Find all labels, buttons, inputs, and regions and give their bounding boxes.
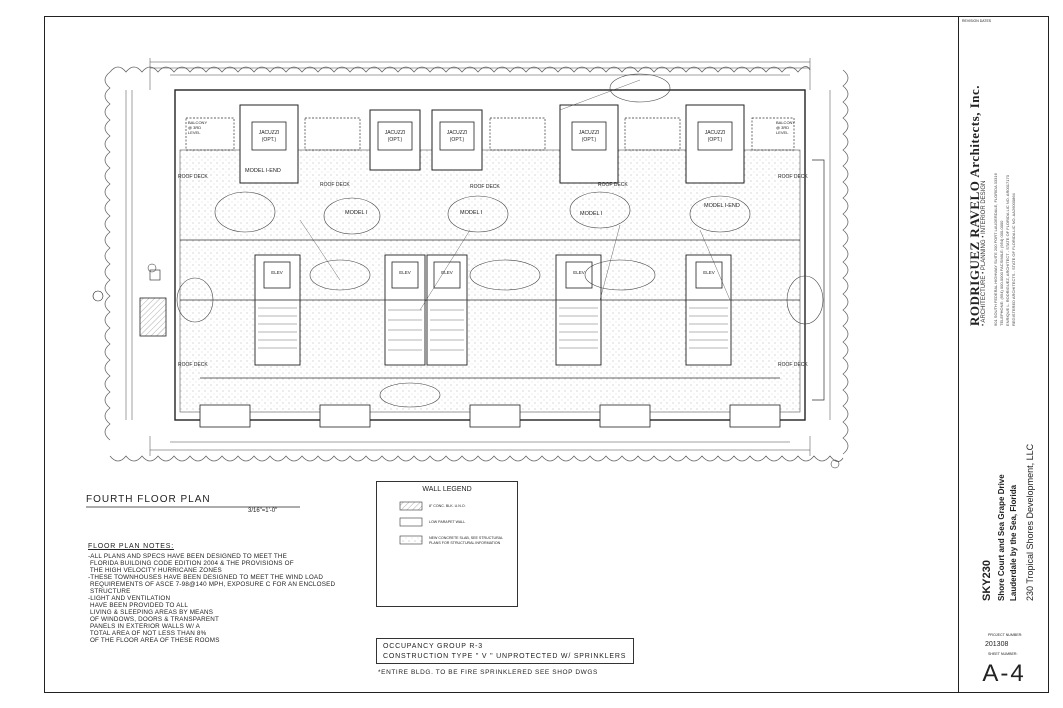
sheet-number: A-4 [982, 660, 1026, 687]
note-line: OF WINDOWS, DOORS & TRANSPARENT [88, 616, 220, 623]
revision-dates-label: REVISION DATES [962, 19, 992, 23]
svg-text:ROOF DECK: ROOF DECK [470, 184, 500, 190]
svg-text:MODEL I: MODEL I [460, 210, 483, 216]
note-line: TOTAL AREA OF NOT LESS THAN 8% [88, 630, 207, 637]
sprinkler-note: *ENTIRE BLDG. TO BE FIRE SPRINKLERED SEE… [378, 669, 598, 676]
drawing-sheet-border [44, 16, 1049, 693]
title-block: RODRIGUEZ RAVELO Architects, Inc. • ARCH… [958, 16, 1049, 693]
construction-type: CONSTRUCTION TYPE " V " UNPROTECTED W/ S… [383, 653, 627, 660]
project-number-label: PROJECT NUMBER: [988, 633, 1023, 637]
grid-marker [92, 290, 104, 302]
svg-text:MODEL I: MODEL I [345, 210, 368, 216]
legend-item: NEW CONCRETE SLAB, SEE STRUCTURAL PLANS … [429, 536, 503, 545]
window-bays [199, 404, 781, 428]
roof-deck-labels: ROOF DECK ROOF DECK ROOF DECK ROOF DECK … [178, 174, 808, 368]
svg-text:BALCONY: BALCONY [776, 120, 795, 125]
svg-text:(OPT.): (OPT.) [582, 137, 597, 143]
svg-text:MODEL I: MODEL I [580, 211, 603, 217]
svg-text:(OPT.): (OPT.) [388, 137, 403, 143]
note-line: REQUIREMENTS OF ASCE 7-98@140 MPH, EXPOS… [88, 581, 336, 588]
svg-text:ELEV: ELEV [703, 270, 715, 275]
legend-swatches [399, 501, 423, 545]
notes-title: FLOOR PLAN NOTES: [88, 543, 174, 550]
occupancy-group: OCCUPANCY GROUP R-3 [383, 643, 483, 650]
entry-hatch [139, 297, 167, 337]
svg-text:ROOF DECK: ROOF DECK [178, 174, 208, 180]
svg-text:JACUZZI: JACUZZI [705, 130, 726, 136]
svg-text:(OPT.): (OPT.) [708, 137, 723, 143]
unit-model-labels: MODEL I-END MODEL I MODEL I MODEL I MODE… [245, 168, 740, 217]
corridor-lines [180, 239, 800, 379]
note-line: OF THE FLOOR AREA OF THESE ROOMS [88, 637, 220, 644]
svg-text:(OPT.): (OPT.) [262, 137, 277, 143]
svg-text:ELEV: ELEV [441, 270, 453, 275]
svg-text:JACUZZI: JACUZZI [259, 130, 280, 136]
side-dimensions [125, 90, 831, 420]
legend-title: WALL LEGEND [422, 486, 472, 493]
note-line: STRUCTURE [88, 588, 131, 595]
svg-text:BALCONY: BALCONY [188, 120, 207, 125]
floor-plan-drawing: JACUZZI(OPT.) JACUZZI(OPT.) JACUZZI(OPT.… [86, 58, 849, 545]
svg-text:ROOF DECK: ROOF DECK [598, 182, 628, 188]
svg-text:ROOF DECK: ROOF DECK [320, 182, 350, 188]
jacuzzi-labels: JACUZZI(OPT.) JACUZZI(OPT.) JACUZZI(OPT.… [259, 130, 726, 143]
svg-text:LEVEL: LEVEL [188, 130, 201, 135]
project-address-2: Lauderdale by the Sea, Florida [1009, 484, 1018, 601]
occupancy-box: OCCUPANCY GROUP R-3 CONSTRUCTION TYPE " … [376, 638, 634, 664]
project-owner: 230 Tropical Shores Development, LLC [1025, 443, 1035, 601]
legend-item: 8" CONC. BLK. U.N.O. [429, 504, 466, 508]
firm-info: RODRIGUEZ RAVELO Architects, Inc. • ARCH… [967, 76, 1037, 326]
leader-lines [299, 79, 731, 311]
elevators [263, 261, 723, 289]
project-number: 201308 [985, 641, 1009, 648]
note-line: LIVING & SLEEPING AREAS BY MEANS [88, 609, 214, 616]
svg-text:MODEL I-END: MODEL I-END [245, 168, 281, 174]
jacuzzi-group [251, 121, 733, 151]
svg-text:ROOF DECK: ROOF DECK [778, 362, 808, 368]
landscape-boundary [104, 66, 849, 462]
svg-text:JACUZZI: JACUZZI [447, 130, 468, 136]
balcony-railings [185, 117, 795, 151]
firm-address: 901 SOUTH FEDERAL HIGHWAY SUITE 200 FORT… [993, 76, 1017, 326]
project-info: SKY230 Shore Court and Sea Grape Drive L… [959, 411, 1049, 601]
stair-cores [254, 254, 732, 366]
note-line: -ALL PLANS AND SPECS HAVE BEEN DESIGNED … [88, 553, 288, 560]
svg-text:ROOF DECK: ROOF DECK [178, 362, 208, 368]
svg-text:MODEL I-END: MODEL I-END [704, 203, 740, 209]
svg-text:JACUZZI: JACUZZI [385, 130, 406, 136]
project-name: SKY230 [981, 560, 993, 601]
svg-text:@ 3RD: @ 3RD [188, 125, 201, 130]
top-dimensions [149, 58, 811, 90]
svg-text:(OPT.): (OPT.) [450, 137, 465, 143]
wall-legend: WALL LEGEND 8" CONC. BLK. U.N.O. LOW PAR… [376, 481, 518, 607]
svg-text:ELEV: ELEV [271, 270, 283, 275]
note-line: PANELS IN EXTERIOR WALLS W/ A [88, 623, 201, 630]
note-line: -LIGHT AND VENTILATION [88, 595, 171, 602]
note-line: FLORIDA BUILDING CODE EDITION 2004 & THE… [88, 560, 294, 567]
svg-text:ROOF DECK: ROOF DECK [778, 174, 808, 180]
plan-scale: 3/16"=1'-0" [248, 508, 278, 514]
firm-address-line: REGISTERED ARCHITECTS - STATE OF FLORIDA… [1011, 193, 1016, 326]
elev-labels: ELEV ELEV ELEV ELEV ELEV [271, 270, 715, 275]
project-address-1: Shore Court and Sea Grape Drive [997, 474, 1006, 601]
svg-text:ELEV: ELEV [399, 270, 411, 275]
sheet-number-label: SHEET NUMBER: [988, 652, 1018, 656]
note-line: -THESE TOWNHOUSES HAVE BEEN DESIGNED TO … [88, 574, 324, 581]
svg-text:@ 3RD: @ 3RD [776, 125, 789, 130]
right-bracket [812, 159, 825, 401]
svg-text:ELEV: ELEV [573, 270, 585, 275]
plan-title: FOURTH FLOOR PLAN [86, 494, 211, 505]
floor-plan-notes: FLOOR PLAN NOTES: -ALL PLANS AND SPECS H… [88, 543, 388, 644]
note-line: THE HIGH VELOCITY HURRICANE ZONES [88, 567, 222, 574]
svg-text:LEVEL: LEVEL [776, 130, 789, 135]
legend-item: LOW PARAPET WALL [429, 520, 466, 524]
firm-services: • ARCHITECTURE • PLANNING • INTERIOR DES… [981, 180, 987, 326]
bottom-dimensions [149, 436, 811, 456]
svg-text:JACUZZI: JACUZZI [579, 130, 600, 136]
note-line: HAVE BEEN PROVIDED TO ALL [88, 602, 189, 609]
